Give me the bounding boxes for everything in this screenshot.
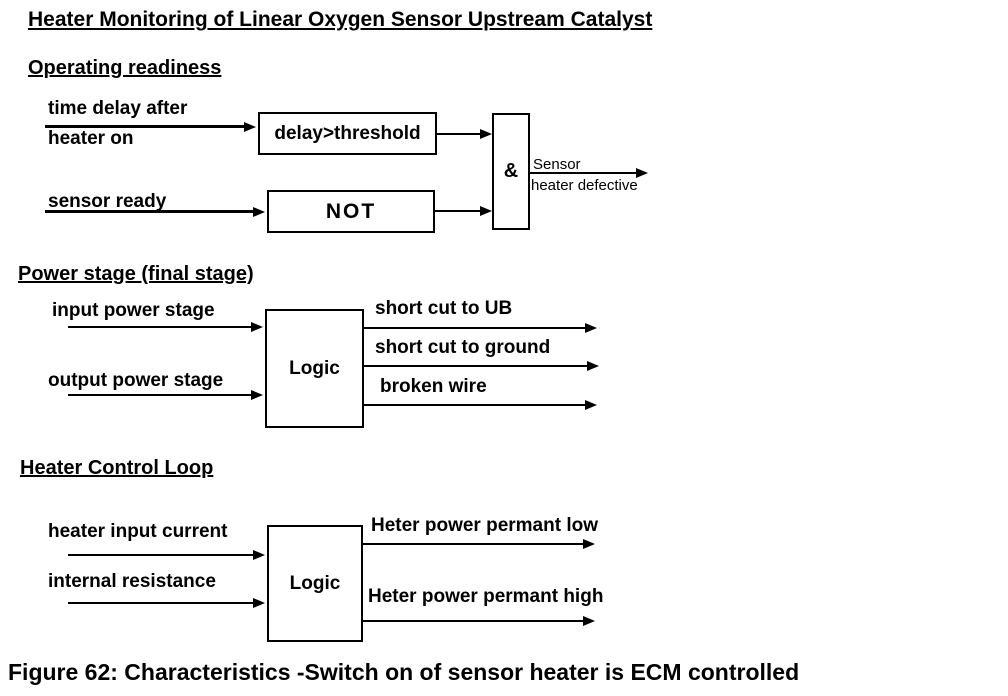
arrow-not-to-and [435,210,480,212]
section-heading-operating-readiness: Operating readiness [28,57,222,79]
label-broken-wire: broken wire [380,376,487,397]
arrow-heter-power-permant-high [363,620,583,622]
box-logic-heater-control: Logic [267,525,363,642]
box-logic-power-stage: Logic [265,309,364,428]
arrow-time-delay-input [45,125,244,128]
figure-caption: Figure 62: Characteristics -Switch on of… [8,659,800,685]
arrow-short-cut-to-ground [364,365,587,367]
arrow-delay-to-and [437,133,480,135]
label-heter-power-permant-low: Heter power permant low [371,515,598,536]
box-and-gate: & [492,113,530,230]
box-delay-threshold: delay>threshold [258,112,437,155]
box-logic-heater-control-label: Logic [289,572,341,594]
box-delay-threshold-label: delay>threshold [274,122,421,144]
box-not: NOT [267,190,435,233]
section-heading-power-stage: Power stage (final stage) [18,263,254,285]
arrow-internal-resistance [68,602,253,604]
section-heading-heater-control-loop: Heater Control Loop [20,457,214,479]
box-and-gate-label: & [503,160,519,182]
label-short-cut-to-ub: short cut to UB [375,298,513,319]
label-output-power-stage: output power stage [48,370,224,391]
arrow-output-power-stage [68,394,251,396]
arrow-heater-input-current [68,554,253,556]
label-output-heater-defective: heater defective [531,177,638,194]
arrow-heter-power-permant-low [363,543,583,545]
label-short-cut-to-ground: short cut to ground [375,337,551,358]
box-not-label: NOT [325,199,377,223]
arrow-input-power-stage [68,326,251,328]
label-heater-on: heater on [48,128,134,149]
arrow-sensor-ready-input [45,210,253,213]
label-heter-power-permant-high: Heter power permant high [368,586,604,607]
arrow-broken-wire [364,404,585,406]
label-output-sensor: Sensor [533,156,581,173]
label-internal-resistance: internal resistance [48,571,216,592]
figure-title: Heater Monitoring of Linear Oxygen Senso… [28,8,653,31]
label-time-delay-after: time delay after [48,98,188,119]
arrow-short-cut-to-ub [364,327,585,329]
label-heater-input-current: heater input current [48,521,228,542]
label-sensor-ready: sensor ready [48,191,167,212]
arrow-sensor-heater-defective-output [529,172,636,174]
box-logic-power-stage-label: Logic [289,357,340,379]
label-input-power-stage: input power stage [52,300,215,321]
